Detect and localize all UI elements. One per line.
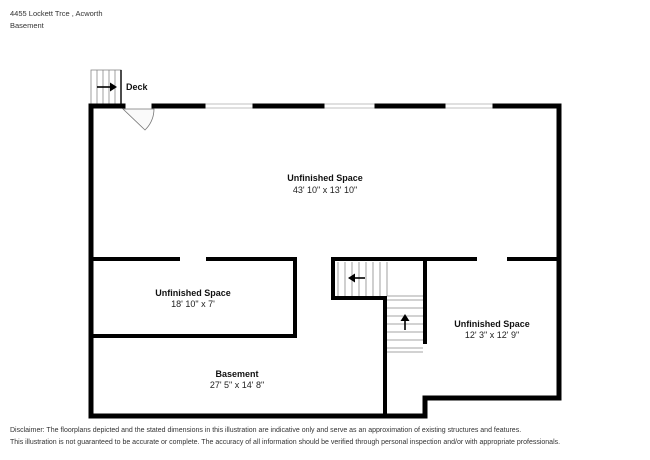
room-name-basement: Basement — [215, 369, 258, 379]
stair-arrow-left-icon — [348, 273, 365, 283]
door-swing — [122, 108, 155, 131]
room-dims-right: 12' 3" x 12' 9" — [465, 330, 519, 340]
windows — [202, 103, 496, 109]
deck-stair-arrow-icon — [97, 82, 117, 92]
room-dims-basement: 27' 5" x 14' 8" — [210, 380, 264, 390]
floor-label: Basement — [10, 21, 44, 30]
room-name-right: Unfinished Space — [454, 319, 530, 329]
property-address: 4455 Lockett Trce , Acworth — [10, 9, 103, 18]
stair-arrow-up-icon — [400, 314, 410, 330]
interior-stairs — [337, 262, 423, 353]
deck-label: Deck — [126, 82, 149, 92]
room-name-top: Unfinished Space — [287, 173, 363, 183]
room-dims-small: 18' 10" x 7' — [171, 299, 215, 309]
disclaimer-line-2: This illustration is not guaranteed to b… — [10, 439, 561, 446]
room-name-small: Unfinished Space — [155, 288, 231, 298]
room-dims-top: 43' 10" x 13' 10" — [293, 185, 357, 195]
interior-walls — [91, 257, 559, 416]
disclaimer-line-1: Disclaimer: The floorplans depicted and … — [10, 427, 522, 434]
